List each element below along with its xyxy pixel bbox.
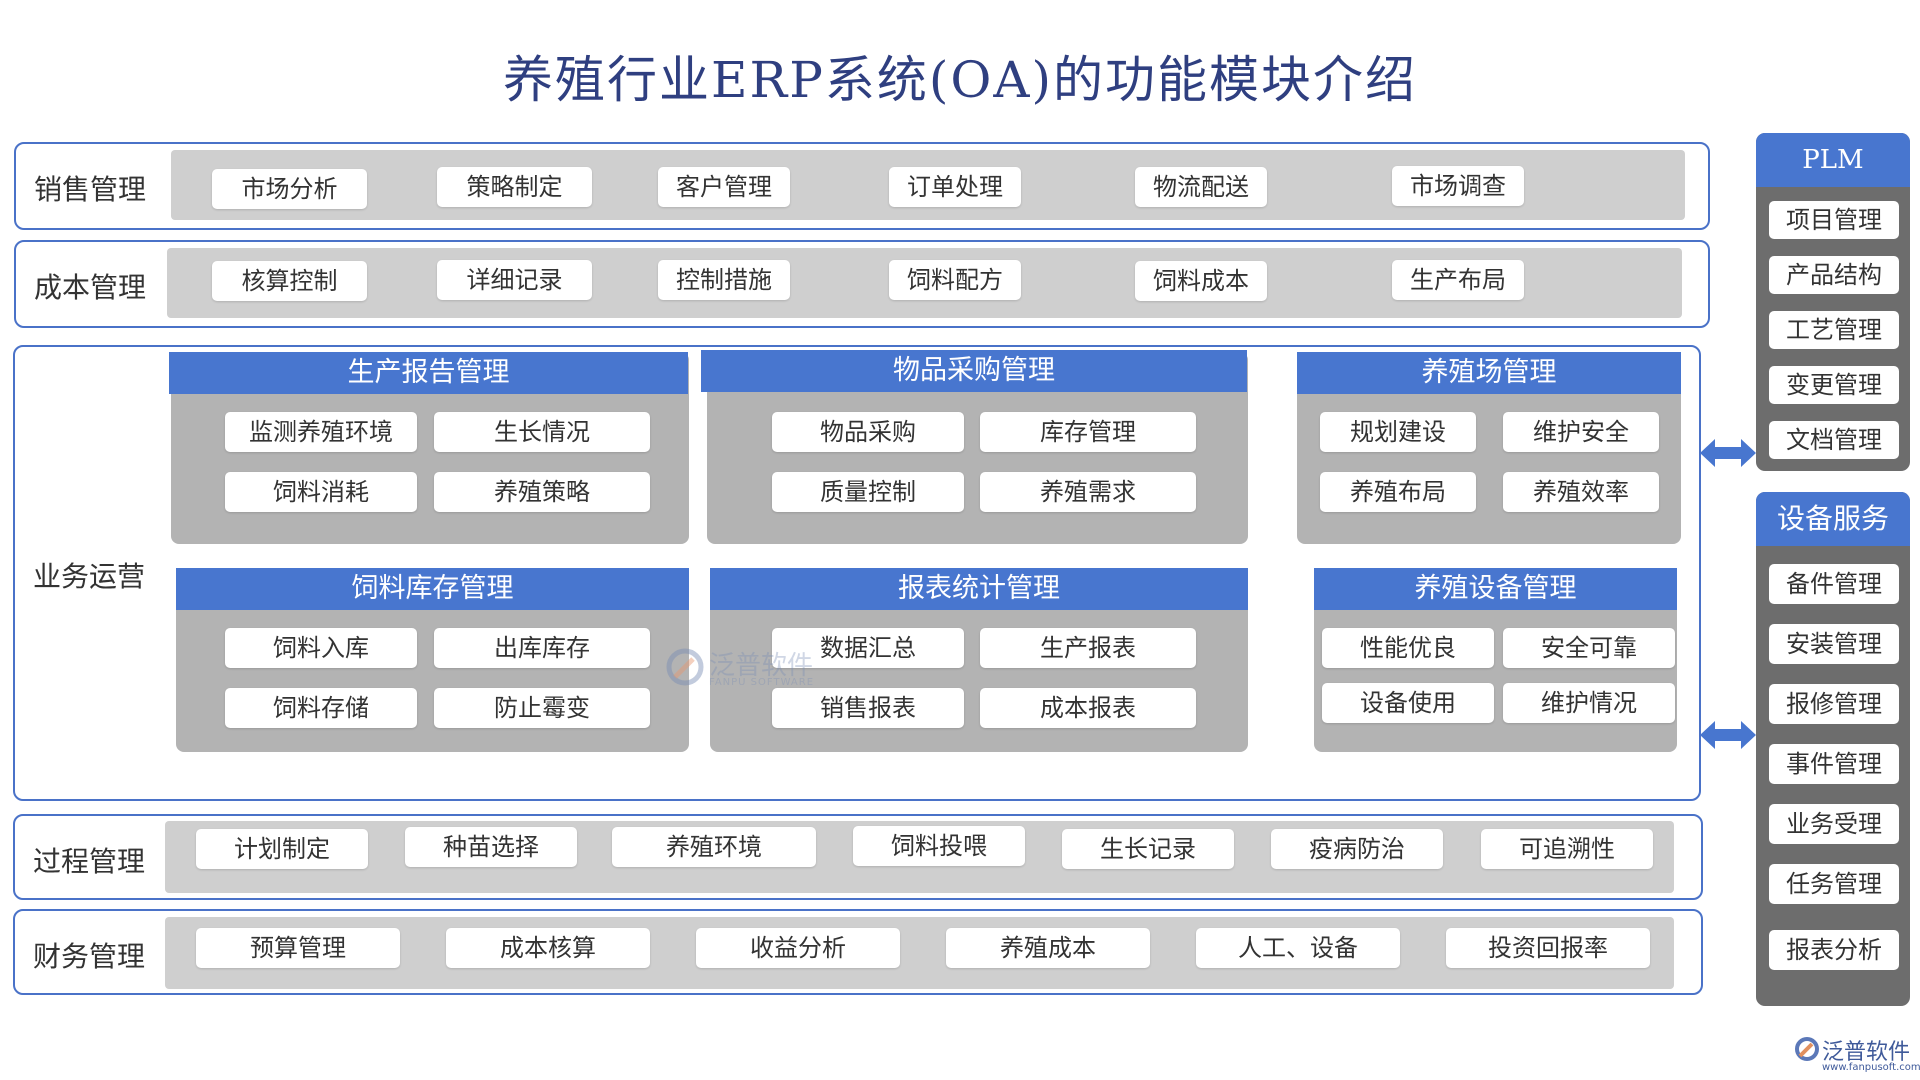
plm-item[interactable]: 文档管理 bbox=[1769, 421, 1899, 459]
sales-item[interactable]: 客户管理 bbox=[658, 167, 790, 207]
process-label: 过程管理 bbox=[33, 845, 146, 878]
plm-header[interactable]: PLM bbox=[1756, 133, 1910, 187]
sales-item[interactable]: 市场调查 bbox=[1392, 166, 1524, 206]
plm-item[interactable]: 产品结构 bbox=[1769, 256, 1899, 294]
finance-item[interactable]: 人工、设备 bbox=[1196, 928, 1400, 968]
panel-item[interactable]: 数据汇总 bbox=[772, 628, 964, 668]
equipment-service-item[interactable]: 报修管理 bbox=[1769, 684, 1899, 724]
cost-item[interactable]: 控制措施 bbox=[658, 260, 790, 300]
process-item[interactable]: 饲料投喂 bbox=[853, 826, 1025, 866]
panel-item[interactable]: 养殖需求 bbox=[980, 472, 1196, 512]
corner-logo: 泛普软件 www.fanpusoft.com bbox=[1794, 1034, 1920, 1078]
center-watermark-name: 泛普软件 bbox=[709, 651, 814, 681]
corner-logo-url: www.fanpusoft.com bbox=[1822, 1062, 1920, 1073]
finance-item[interactable]: 收益分析 bbox=[696, 928, 900, 968]
equipment-service-item[interactable]: 安装管理 bbox=[1769, 624, 1899, 664]
plm-item[interactable]: 项目管理 bbox=[1769, 201, 1899, 239]
sales-item[interactable]: 物流配送 bbox=[1135, 167, 1267, 207]
sales-item[interactable]: 市场分析 bbox=[212, 169, 367, 209]
panel-item[interactable]: 安全可靠 bbox=[1503, 628, 1675, 668]
cost-item[interactable]: 饲料配方 bbox=[889, 260, 1021, 300]
finance-label: 财务管理 bbox=[33, 940, 146, 973]
panel-item[interactable]: 饲料入库 bbox=[225, 628, 417, 668]
feed-stock-header[interactable]: 饲料库存管理 bbox=[176, 568, 689, 610]
page-title: 养殖行业ERP系统(OA)的功能模块介绍 bbox=[503, 51, 1417, 109]
equipment-mgmt-header[interactable]: 养殖设备管理 bbox=[1314, 568, 1677, 610]
cost-item[interactable]: 核算控制 bbox=[212, 261, 367, 301]
finance-item[interactable]: 投资回报率 bbox=[1446, 928, 1650, 968]
process-item[interactable]: 生长记录 bbox=[1062, 829, 1234, 869]
purchase-header[interactable]: 物品采购管理 bbox=[701, 350, 1247, 392]
operations-label: 业务运营 bbox=[33, 560, 146, 593]
fanpu-logo-icon bbox=[666, 648, 704, 686]
corner-logo-name: 泛普软件 bbox=[1822, 1040, 1911, 1065]
center-watermark-sub: FANPU SOFTWARE bbox=[709, 677, 815, 688]
panel-item[interactable]: 质量控制 bbox=[772, 472, 964, 512]
plm-panel bbox=[1756, 133, 1910, 471]
cost-item[interactable]: 详细记录 bbox=[437, 260, 592, 300]
cost-item[interactable]: 饲料成本 bbox=[1135, 261, 1267, 301]
process-item[interactable]: 计划制定 bbox=[196, 829, 368, 869]
sales-item[interactable]: 订单处理 bbox=[889, 167, 1021, 207]
process-item[interactable]: 养殖环境 bbox=[612, 827, 816, 867]
report-stats-header[interactable]: 报表统计管理 bbox=[710, 568, 1248, 610]
process-item[interactable]: 疫病防治 bbox=[1271, 829, 1443, 869]
panel-item[interactable]: 养殖效率 bbox=[1503, 472, 1659, 512]
center-watermark: 泛普软件 FANPU SOFTWARE bbox=[665, 645, 825, 705]
double-arrow-icon bbox=[1700, 718, 1756, 752]
panel-item[interactable]: 性能优良 bbox=[1322, 628, 1494, 668]
panel-item[interactable]: 监测养殖环境 bbox=[225, 412, 417, 452]
process-item[interactable]: 可追溯性 bbox=[1481, 829, 1653, 869]
finance-item[interactable]: 养殖成本 bbox=[946, 928, 1150, 968]
panel-item[interactable]: 维护情况 bbox=[1503, 683, 1675, 723]
production-report-header[interactable]: 生产报告管理 bbox=[169, 352, 688, 394]
panel-item[interactable]: 防止霉变 bbox=[434, 688, 650, 728]
panel-item[interactable]: 维护安全 bbox=[1503, 412, 1659, 452]
panel-item[interactable]: 销售报表 bbox=[772, 688, 964, 728]
panel-item[interactable]: 物品采购 bbox=[772, 412, 964, 452]
panel-item[interactable]: 饲料消耗 bbox=[225, 472, 417, 512]
panel-item[interactable]: 饲料存储 bbox=[225, 688, 417, 728]
finance-item[interactable]: 预算管理 bbox=[196, 928, 400, 968]
panel-item[interactable]: 养殖策略 bbox=[434, 472, 650, 512]
equipment-service-item[interactable]: 事件管理 bbox=[1769, 744, 1899, 784]
equipment-service-item[interactable]: 报表分析 bbox=[1769, 930, 1899, 970]
finance-item[interactable]: 成本核算 bbox=[446, 928, 650, 968]
equipment-service-item[interactable]: 任务管理 bbox=[1769, 864, 1899, 904]
equipment-service-item[interactable]: 业务受理 bbox=[1769, 804, 1899, 844]
panel-item[interactable]: 设备使用 bbox=[1322, 683, 1494, 723]
panel-item[interactable]: 生产报表 bbox=[980, 628, 1196, 668]
double-arrow-icon bbox=[1700, 436, 1756, 470]
equipment-service-item[interactable]: 备件管理 bbox=[1769, 564, 1899, 604]
fanpu-logo-icon bbox=[1795, 1037, 1819, 1061]
panel-item[interactable]: 成本报表 bbox=[980, 688, 1196, 728]
plm-item[interactable]: 工艺管理 bbox=[1769, 311, 1899, 349]
process-item[interactable]: 种苗选择 bbox=[405, 827, 577, 867]
panel-item[interactable]: 规划建设 bbox=[1320, 412, 1476, 452]
sales-item[interactable]: 策略制定 bbox=[437, 167, 592, 207]
finance-band bbox=[165, 917, 1674, 989]
panel-item[interactable]: 出库库存 bbox=[434, 628, 650, 668]
equipment-service-header[interactable]: 设备服务 bbox=[1756, 492, 1910, 546]
panel-item[interactable]: 库存管理 bbox=[980, 412, 1196, 452]
cost-label: 成本管理 bbox=[34, 271, 147, 304]
farm-header[interactable]: 养殖场管理 bbox=[1297, 352, 1681, 394]
plm-item[interactable]: 变更管理 bbox=[1769, 366, 1899, 404]
cost-item[interactable]: 生产布局 bbox=[1392, 260, 1524, 300]
sales-label: 销售管理 bbox=[34, 173, 147, 206]
panel-item[interactable]: 生长情况 bbox=[434, 412, 650, 452]
panel-item[interactable]: 养殖布局 bbox=[1320, 472, 1476, 512]
